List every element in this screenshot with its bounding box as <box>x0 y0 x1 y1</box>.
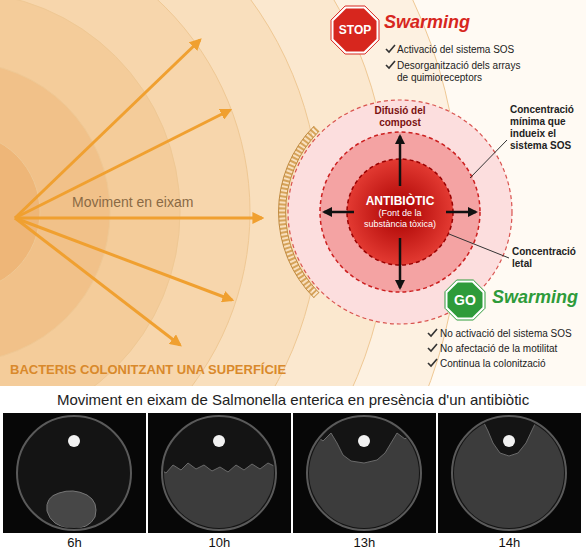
check-mark <box>428 359 437 366</box>
sign-text: GO <box>454 292 476 309</box>
check-item: No activació del sistema SOS <box>440 328 584 340</box>
time-label: 13h <box>354 535 376 551</box>
swarm-band <box>0 0 320 386</box>
swarm-arrow <box>15 218 180 345</box>
swarm-colony <box>47 491 96 529</box>
time-label: 6h <box>67 535 81 551</box>
sos-threshold-zone <box>320 132 480 292</box>
movement-label: Moviment en eixam <box>72 194 193 211</box>
petri-dish-photo <box>3 413 146 533</box>
source-subtitle: (Font de la substància tòxica) <box>357 208 443 230</box>
sign-face <box>334 9 377 52</box>
swarm-arrow <box>15 110 230 218</box>
swarm-arrow <box>15 40 200 218</box>
time-label: 10h <box>209 535 231 551</box>
swarm-colony <box>148 463 290 543</box>
swarm-colony <box>438 413 580 543</box>
antibiotic-source: ANTIBIÒTIC(Font de la substància tòxica) <box>346 158 454 266</box>
leader-line <box>470 140 507 178</box>
sign-border <box>331 6 379 54</box>
swarm-front <box>279 126 320 298</box>
zone-label: Concentració letal <box>512 246 584 270</box>
diffusion-arrow <box>446 211 476 214</box>
swarm-bands <box>0 0 460 386</box>
hatched-front <box>282 129 317 296</box>
diffusion-arrow <box>324 211 354 214</box>
swarm-arrows <box>15 40 262 345</box>
node-text-group: GO <box>445 280 485 320</box>
figure-caption: Moviment en eixam de Salmonella enterica… <box>57 391 529 409</box>
antibiotic-disk <box>213 435 225 447</box>
diffusion-zone <box>288 100 512 324</box>
petri-dish-photo <box>148 413 291 543</box>
photo-ground <box>3 413 146 533</box>
sign-face <box>448 283 483 318</box>
front-edge <box>279 126 315 298</box>
swarm-colony <box>293 431 435 543</box>
antibiotic-disk <box>503 435 515 447</box>
node-text-group: STOP <box>331 6 379 54</box>
check-mark <box>428 344 437 351</box>
swarm-arrow <box>15 218 232 300</box>
swarm-arrow <box>15 217 262 220</box>
node-text-group: ANTIBIÒTIC(Font de la substància tòxica) <box>346 158 454 266</box>
diffusion-arrow <box>399 136 402 186</box>
status-heading: Swarming <box>384 12 470 34</box>
swarm-band <box>0 0 460 386</box>
front-edge <box>286 131 319 293</box>
go-sign: GO <box>445 280 485 320</box>
check-item: No afectació de la motilitat <box>440 343 584 355</box>
antibiotic-disk <box>358 435 370 447</box>
antibiotic-disk <box>68 435 80 447</box>
check-mark <box>428 329 437 336</box>
check-item: Continua la colonització <box>440 358 584 370</box>
swarm-band <box>0 0 180 386</box>
sign-border <box>445 280 485 320</box>
check-mark <box>386 61 395 68</box>
source-title: ANTIBIÒTIC <box>366 194 435 208</box>
region-label: BACTERIS COLONITZANT UNA SUPERFÍCIE <box>10 362 286 378</box>
leader-line <box>449 234 509 258</box>
stop-sign: STOP <box>331 6 379 54</box>
check-item: Activació del sistema SOS <box>397 44 567 56</box>
check-item: Desorganització dels arrays de quimiorec… <box>397 60 525 84</box>
petri-dish-photo <box>438 413 581 543</box>
petri-dish-photo <box>293 413 436 543</box>
swarm-band <box>0 62 110 362</box>
swarm-band <box>0 0 250 386</box>
zone-label: Difusió del compost <box>371 105 429 129</box>
sign-text: STOP <box>339 23 371 37</box>
petri-dish <box>17 416 131 530</box>
status-heading: Swarming <box>492 287 578 309</box>
zone-label: Concentració mínima que indueix el siste… <box>510 104 584 152</box>
diffusion-arrow <box>399 238 402 288</box>
time-label: 14h <box>499 535 521 551</box>
check-mark <box>386 45 395 52</box>
leader-lines <box>449 140 509 258</box>
